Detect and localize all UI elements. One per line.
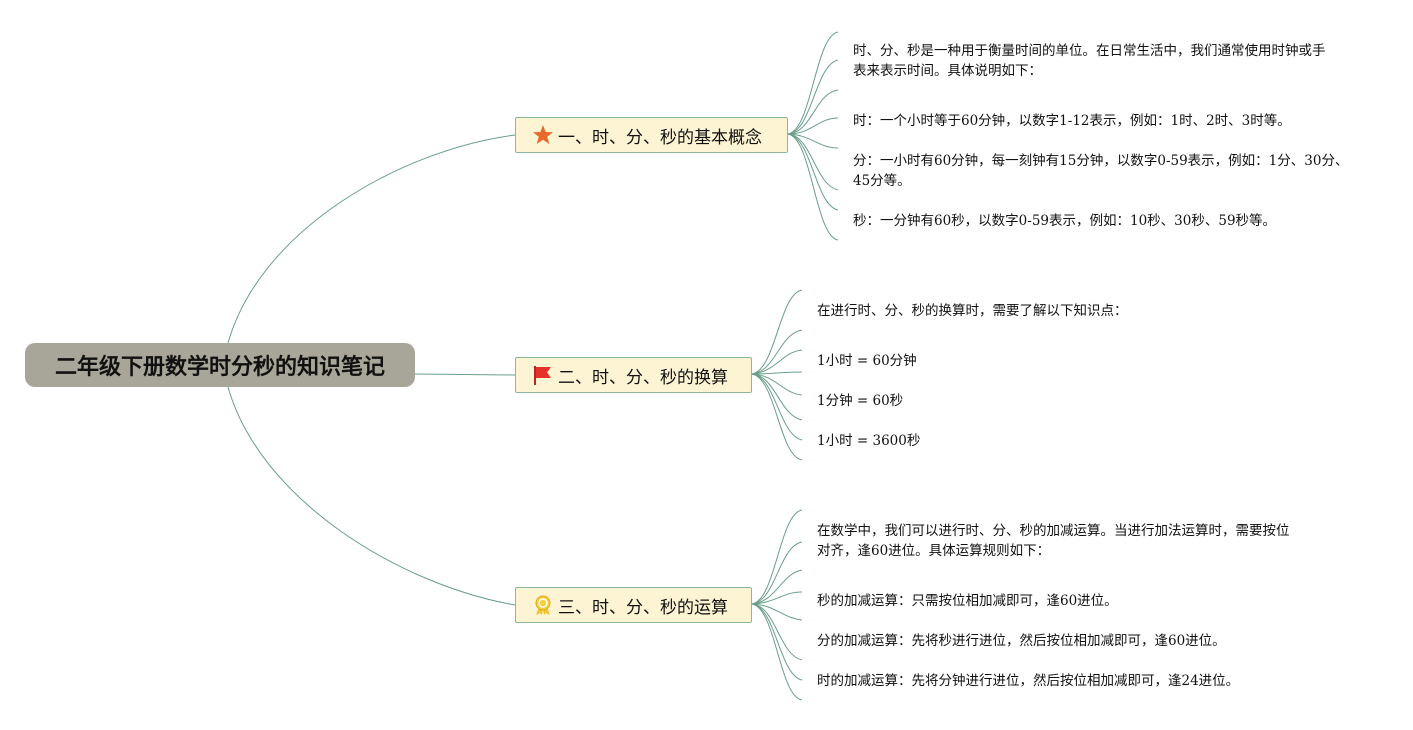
award-ribbon-icon [532,594,554,616]
leaf-second-definition: 秒：一分钟有60秒，以数字0-59表示，例如：10秒、30秒、59秒等。 [853,213,1277,229]
branch-label: 二、时、分、秒的换算 [558,367,728,388]
leaf-minute-arithmetic: 分的加减运算：先将秒进行进位，然后按位相加减即可，逢60进位。 [817,633,1226,649]
branch-conversion[interactable]: 二、时、分、秒的换算 [515,357,752,393]
leaf-hour-arithmetic: 时的加减运算：先将分钟进行进位，然后按位相加减即可，逢24进位。 [817,673,1240,689]
leaf-hour-definition: 时：一个小时等于60分钟，以数字1-12表示，例如：1时、2时、3时等。 [853,113,1291,129]
branch-label: 一、时、分、秒的基本概念 [558,127,762,148]
leaf-hour-to-minutes: 1小时 = 60分钟 [817,353,917,369]
central-topic[interactable]: 二年级下册数学时分秒的知识笔记 [25,343,415,387]
red-flag-icon [532,364,554,386]
leaf-minute-definition: 分：一小时有60分钟，每一刻钟有15分钟，以数字0-59表示，例如：1分、30分… [853,153,1349,189]
branch-label: 三、时、分、秒的运算 [558,597,728,618]
leaf-minute-to-seconds: 1分钟 = 60秒 [817,393,904,409]
leaf-second-arithmetic: 秒的加减运算：只需按位相加减即可，逢60进位。 [817,593,1118,609]
leaf-operations-intro: 在数学中，我们可以进行时、分、秒的加减运算。当进行加法运算时，需要按位 对齐，逢… [817,523,1290,559]
leaf-concept-intro: 时、分、秒是一种用于衡量时间的单位。在日常生活中，我们通常使用时钟或手 表来表示… [853,43,1326,79]
branch-basic-concepts[interactable]: 一、时、分、秒的基本概念 [515,117,788,153]
star-icon [532,124,554,146]
branch-operations[interactable]: 三、时、分、秒的运算 [515,587,752,623]
leaf-conversion-intro: 在进行时、分、秒的换算时，需要了解以下知识点： [817,303,1128,319]
leaf-hour-to-seconds: 1小时 = 3600秒 [817,433,921,449]
